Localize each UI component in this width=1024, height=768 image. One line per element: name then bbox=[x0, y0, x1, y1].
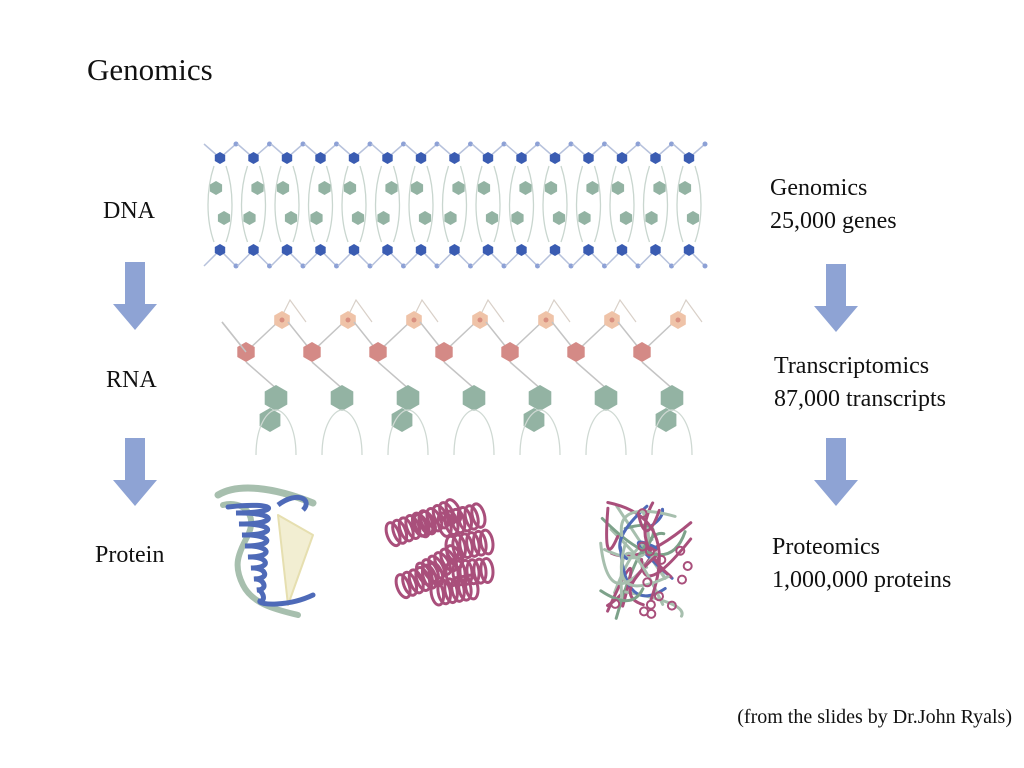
down-arrow-icon-rna-protein bbox=[113, 438, 157, 506]
rna-label: RNA bbox=[106, 367, 157, 393]
proteomics-name: Proteomics bbox=[772, 534, 880, 560]
genomics-name: Genomics bbox=[770, 175, 868, 201]
protein-label: Protein bbox=[95, 542, 165, 568]
down-arrow-icon-transcriptomics-proteomics bbox=[814, 438, 858, 506]
down-arrow-icon-dna-rna bbox=[113, 262, 157, 330]
page-title: Genomics bbox=[87, 52, 213, 87]
credit-text: (from the slides by Dr.John Ryals) bbox=[737, 706, 1012, 728]
transcriptomics-description: Transcriptomics 87,000 transcripts bbox=[774, 350, 946, 416]
protein-structure-3 bbox=[599, 501, 693, 620]
rna-strand bbox=[221, 298, 703, 456]
transcriptomics-name: Transcriptomics bbox=[774, 353, 930, 379]
down-arrow-icon-genomics-transcriptomics bbox=[814, 264, 858, 332]
genomics-count: 25,000 genes bbox=[770, 208, 897, 234]
proteomics-count: 1,000,000 proteins bbox=[772, 567, 952, 593]
protein-structure-1 bbox=[218, 488, 313, 615]
transcriptomics-count: 87,000 transcripts bbox=[774, 386, 946, 412]
protein-structure-2 bbox=[384, 498, 495, 607]
genomics-description: Genomics 25,000 genes bbox=[770, 172, 897, 238]
dna-helix bbox=[203, 141, 708, 269]
dna-label: DNA bbox=[103, 198, 155, 224]
proteomics-description: Proteomics 1,000,000 proteins bbox=[772, 531, 951, 597]
